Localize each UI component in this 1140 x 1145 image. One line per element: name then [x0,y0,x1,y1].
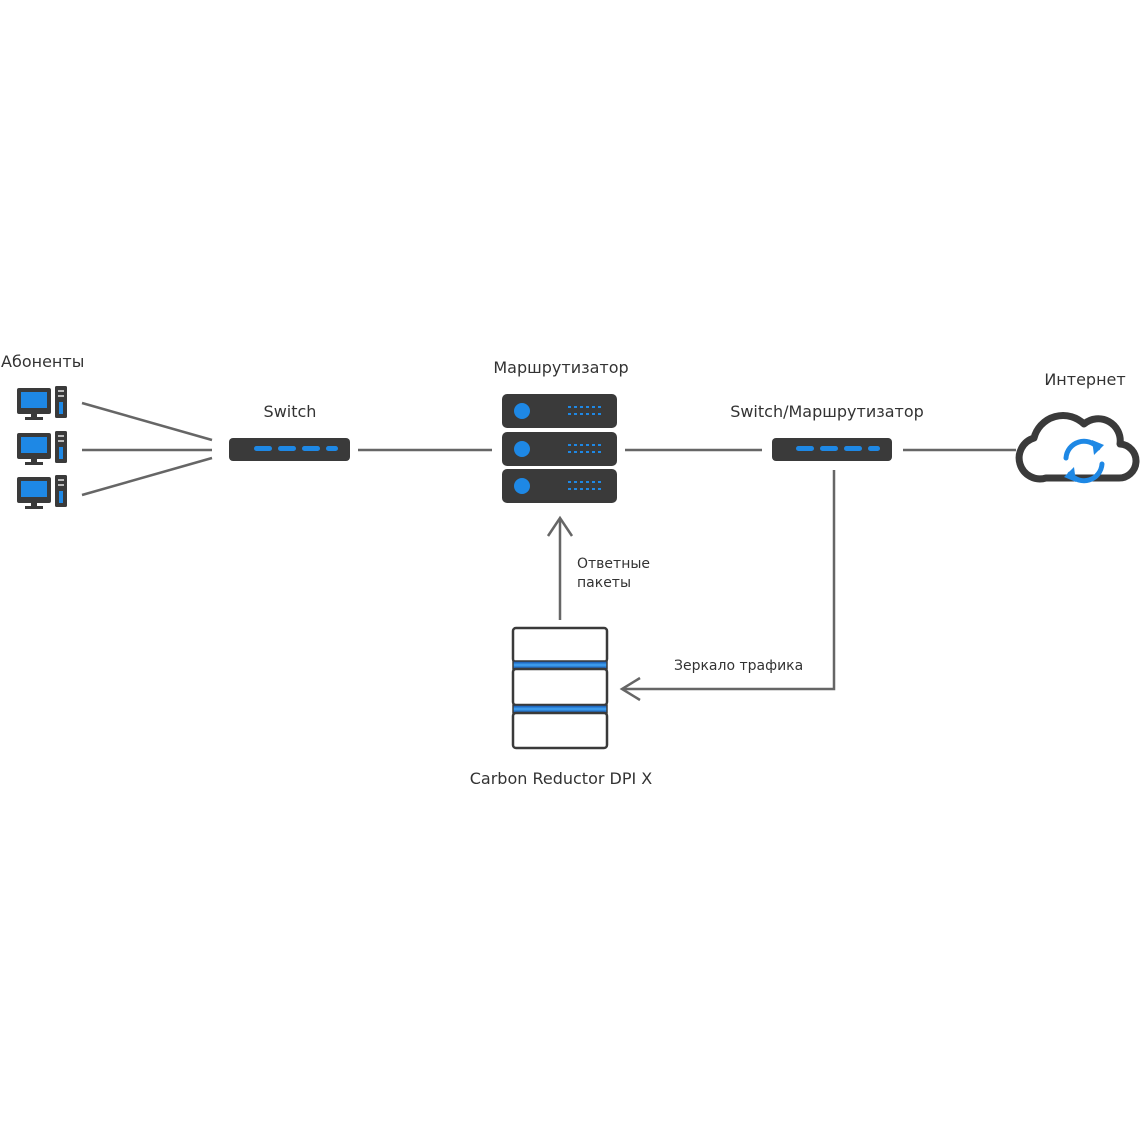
link-traffic-mirror [624,470,836,691]
internet-label: Интернет [1044,370,1126,389]
link-subscriber-3-switch [81,456,213,497]
router-label: Маршрутизатор [493,358,629,377]
switch-device [229,438,350,461]
dpi-label: Carbon Reductor DPI X [469,769,653,788]
router-device [502,394,617,503]
subscriber-computer-2 [17,431,67,465]
subscriber-computer-1 [17,386,67,420]
cloud-sync-icon [1015,411,1140,483]
subscriber-computer-3 [17,475,67,509]
dpi-device [511,626,609,750]
arrow-traffic-mirror-head [619,676,641,702]
subscribers-label: Абоненты [1,352,85,371]
response-packets-label-line-1: Ответные [577,556,651,572]
connections [81,401,1016,702]
switch-label: Switch [263,402,317,421]
switch-router-label: Switch/Маршрутизатор [730,402,924,421]
response-packets-label-line-2: пакеты [577,575,632,591]
internet-cloud [1015,411,1140,484]
link-subscriber-1-switch [81,401,213,442]
server-rack-icon [502,394,617,503]
arrow-dpi-router-head [546,515,574,537]
traffic-mirror-label: Зеркало трафика [674,658,804,674]
server-stack-icon [511,626,609,750]
switch-router-device [772,438,892,461]
